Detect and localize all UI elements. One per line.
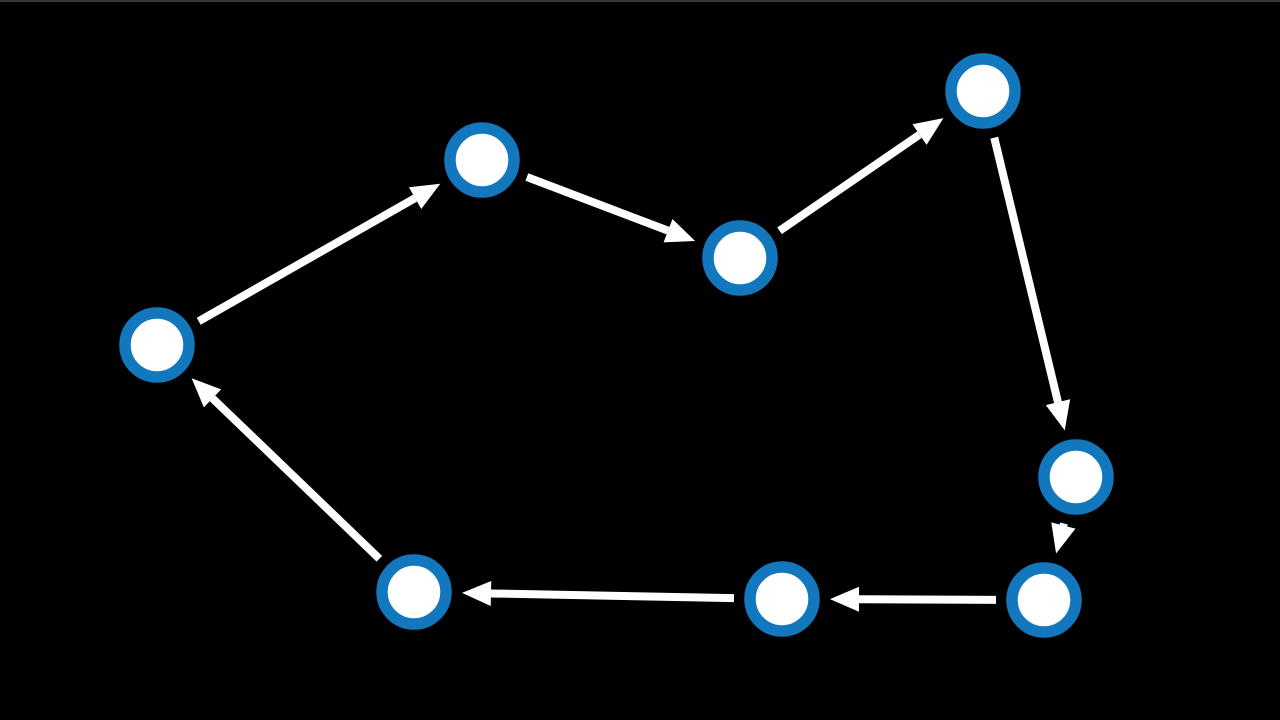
edge-node-1-to-node-2 — [196, 183, 441, 325]
node-6 — [1006, 562, 1082, 638]
arrowhead-icon — [408, 183, 441, 209]
arrowhead-icon — [829, 586, 860, 612]
edge-node-7-to-node-8 — [461, 580, 735, 606]
arrowhead-icon — [191, 378, 222, 408]
node-3 — [702, 220, 778, 296]
edge-node-3-to-node-4 — [777, 118, 944, 235]
arrowhead-icon — [1045, 399, 1071, 431]
nodes-layer — [119, 53, 1114, 638]
arrowhead-icon — [1051, 522, 1076, 554]
arrowhead-icon — [461, 580, 492, 606]
edges-layer — [191, 118, 1076, 612]
node-2 — [444, 122, 520, 198]
edge-node-2-to-node-3 — [525, 173, 696, 243]
edge-node-8-to-node-1 — [191, 378, 383, 562]
edge-node-5-to-node-6 — [1051, 522, 1076, 554]
edge-shaft — [858, 595, 997, 604]
node-4 — [945, 53, 1021, 129]
edge-shaft — [525, 173, 670, 235]
edge-shaft — [777, 131, 922, 235]
edge-shaft — [196, 194, 418, 325]
edge-shaft — [1059, 522, 1068, 527]
top-edge-hairline — [0, 0, 1280, 2]
node-7 — [744, 561, 820, 637]
node-8 — [376, 554, 452, 630]
edge-shaft — [209, 395, 383, 562]
arrowhead-icon — [912, 118, 944, 145]
node-5 — [1038, 439, 1114, 515]
edge-shaft — [990, 136, 1062, 404]
arrowhead-icon — [663, 218, 696, 243]
edge-shaft — [490, 589, 735, 603]
edge-node-4-to-node-5 — [990, 136, 1071, 431]
edge-node-6-to-node-7 — [829, 586, 997, 612]
node-1 — [119, 307, 195, 383]
